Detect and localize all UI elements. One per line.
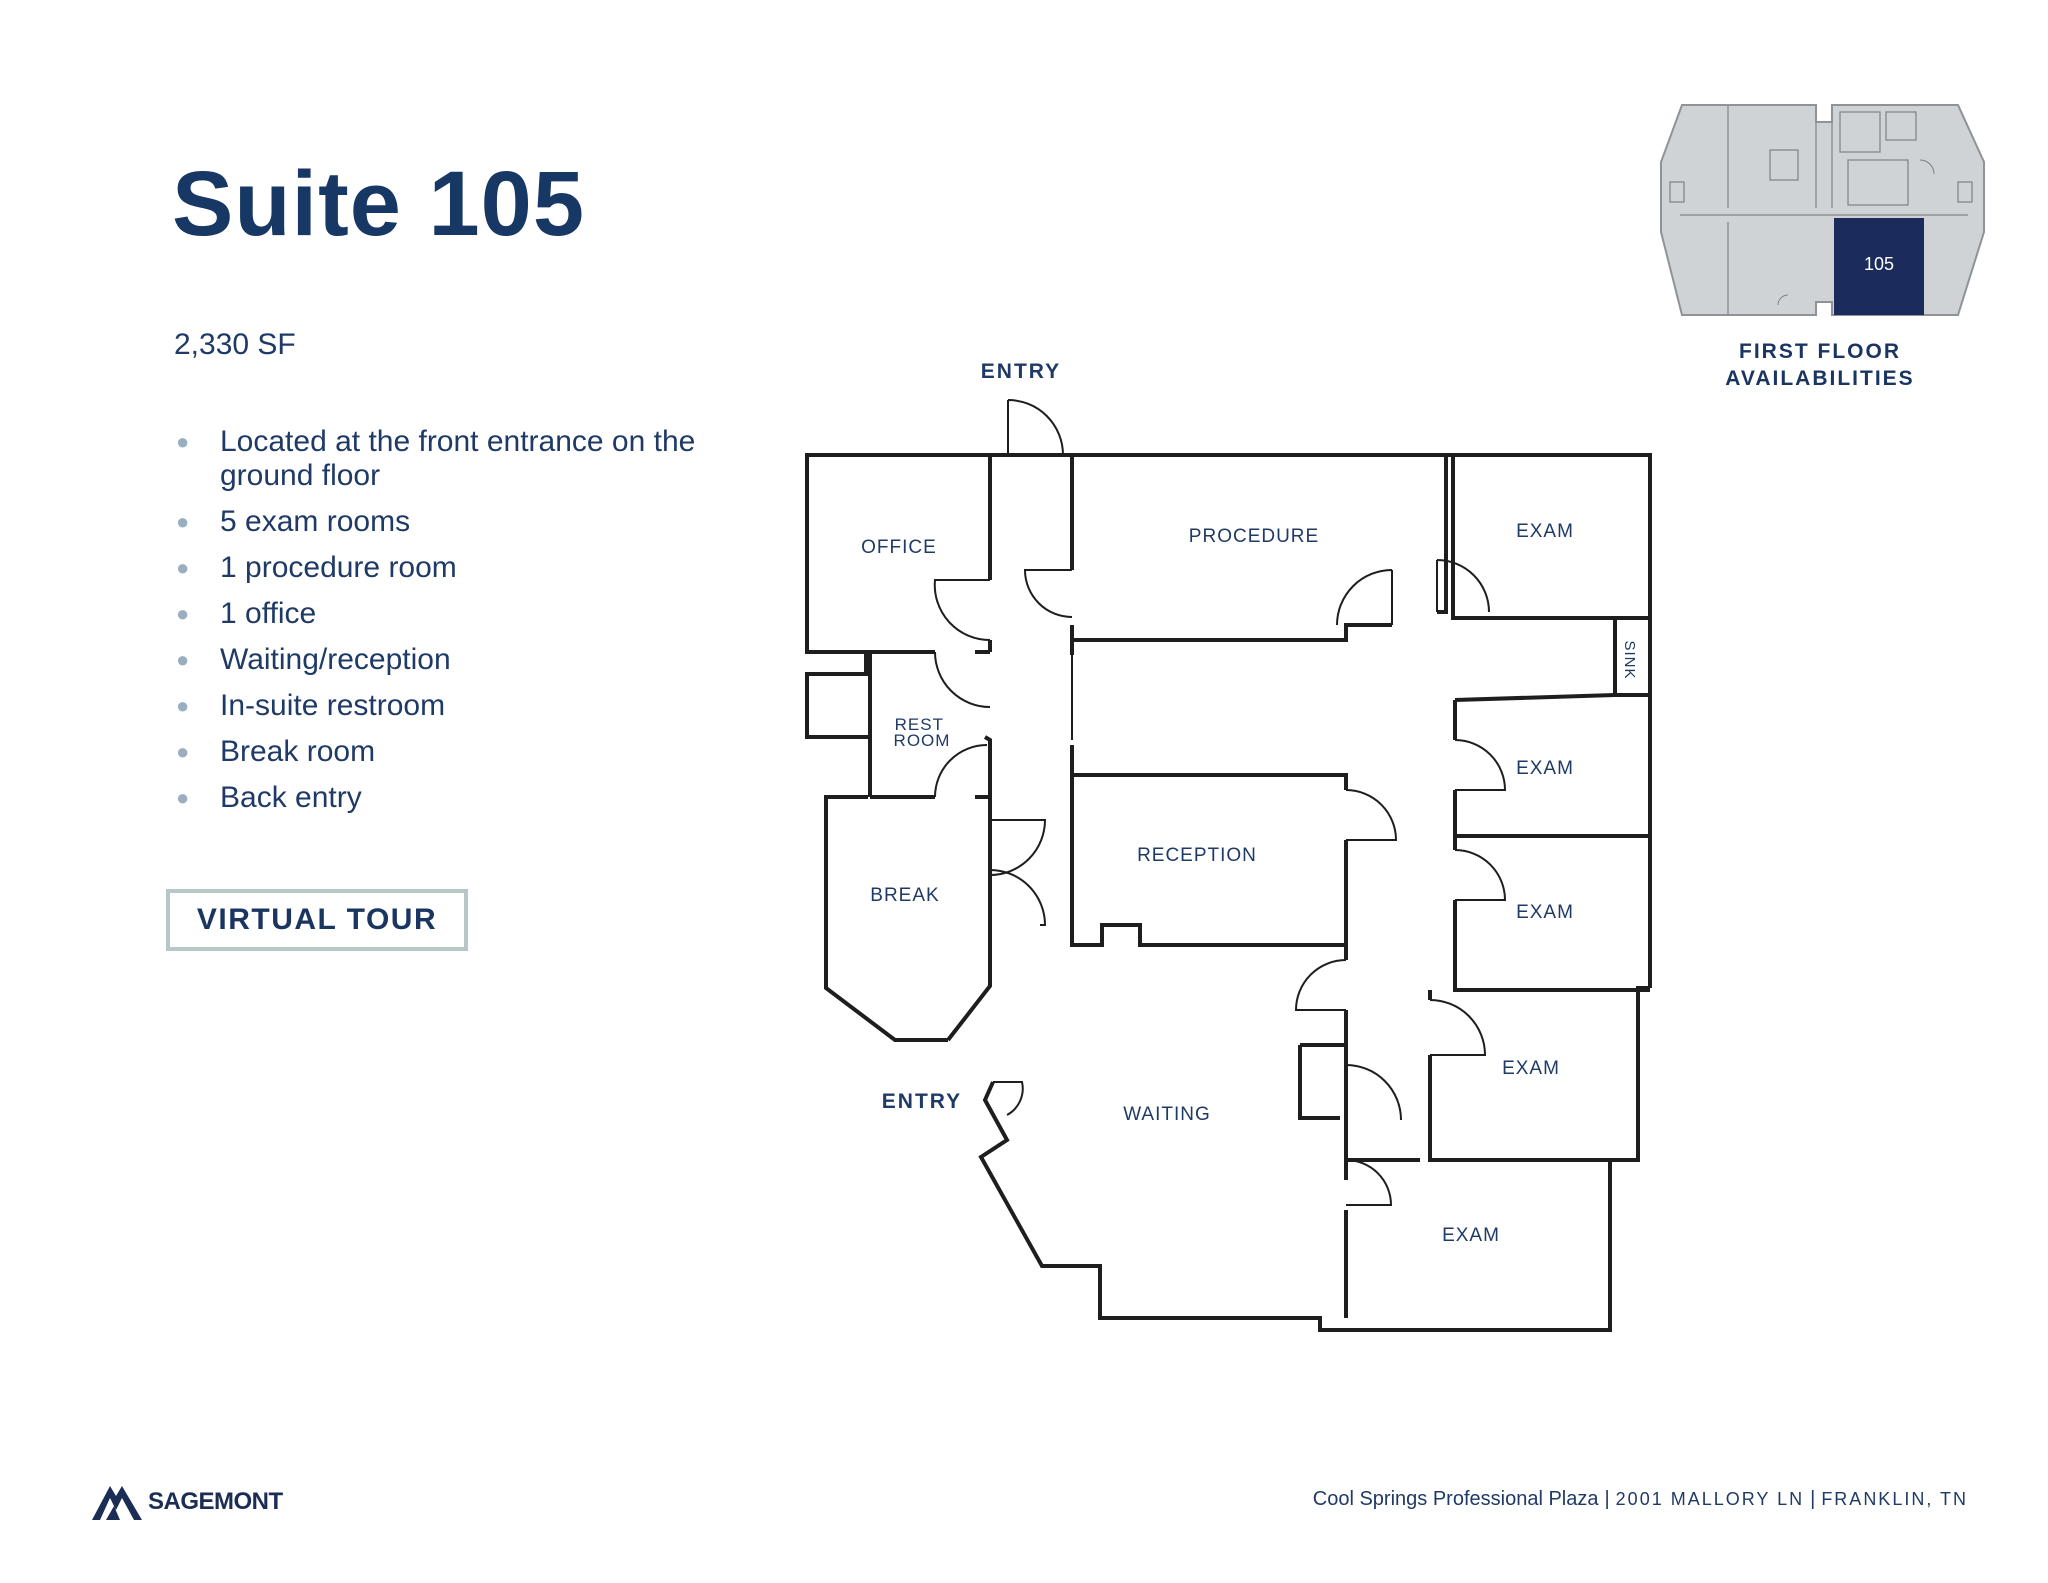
bullet-icon: ● <box>176 429 190 454</box>
bullet-icon: ● <box>176 601 190 626</box>
floorplan-doors <box>933 399 1507 1206</box>
room-label-exam-5: EXAM <box>1442 1225 1500 1246</box>
bullet-icon: ● <box>176 509 190 534</box>
feature-item: ●1 procedure room <box>176 551 457 584</box>
room-label-exam-4: EXAM <box>1502 1058 1560 1079</box>
keyplan-suite-number: 105 <box>1864 254 1894 274</box>
feature-item: ●1 office <box>176 597 317 630</box>
entry-label-bottom: ENTRY <box>882 1090 962 1113</box>
page-title: Suite 105 <box>172 153 585 255</box>
room-label-waiting: WAITING <box>1123 1104 1211 1125</box>
room-label-reception: RECEPTION <box>1137 845 1257 866</box>
entry-label-top: ENTRY <box>981 360 1061 383</box>
feature-item: ●Back entry <box>176 781 362 814</box>
footer-address: Cool Springs Professional Plaza|2001 MAL… <box>1313 1488 1968 1511</box>
room-label-exam-2: EXAM <box>1516 758 1574 779</box>
mountain-logo-icon <box>92 1486 142 1520</box>
footer-separator: | <box>1604 1488 1610 1510</box>
feature-item: ●Waiting/reception <box>176 643 451 676</box>
feature-list: ●Located at the front entrance on the gr… <box>172 425 732 827</box>
room-label-office: OFFICE <box>861 537 937 558</box>
room-label-exam-1: EXAM <box>1516 521 1574 542</box>
sagemont-logo: SAGEMONT <box>92 1482 283 1522</box>
room-label-restroom: REST ROOM <box>894 715 951 750</box>
room-label-procedure: PROCEDURE <box>1189 526 1319 547</box>
bullet-icon: ● <box>176 785 190 810</box>
bullet-icon: ● <box>176 739 190 764</box>
feature-item: ●In-suite restroom <box>176 689 446 722</box>
logo-wordmark: SAGEMONT <box>148 1488 283 1515</box>
bullet-icon: ● <box>176 555 190 580</box>
keyplan-suite-105-highlight[interactable] <box>1834 218 1924 315</box>
bullet-icon: ● <box>176 647 190 672</box>
bullet-icon: ● <box>176 693 190 718</box>
floorplan-labels: ENTRY ENTRY OFFICE PROCEDURE EXAM SINK R… <box>861 360 1638 1246</box>
suite-area: 2,330 SF <box>174 328 296 361</box>
footer-property-name: Cool Springs Professional Plaza <box>1312 1488 1599 1510</box>
feature-item: ●Break room <box>176 735 376 768</box>
footer-street: 2001 MALLORY LN <box>1615 1489 1805 1509</box>
footer-city: FRANKLIN, TN <box>1821 1489 1968 1509</box>
room-label-break: BREAK <box>870 885 939 906</box>
feature-item: ●5 exam rooms <box>176 505 411 538</box>
footer-separator: | <box>1810 1488 1816 1510</box>
keyplan-caption: FIRST FLOOR AVAILABILITIES <box>1725 340 1915 390</box>
feature-item: ●Located at the front entrance on the gr… <box>176 425 696 492</box>
floorplan-walls <box>805 453 1652 1332</box>
room-label-exam-3: EXAM <box>1516 902 1574 923</box>
first-floor-keyplan[interactable]: 105 <box>1658 100 1988 325</box>
virtual-tour-button[interactable]: VIRTUAL TOUR <box>166 889 468 951</box>
room-label-sink: SINK <box>1621 640 1638 679</box>
